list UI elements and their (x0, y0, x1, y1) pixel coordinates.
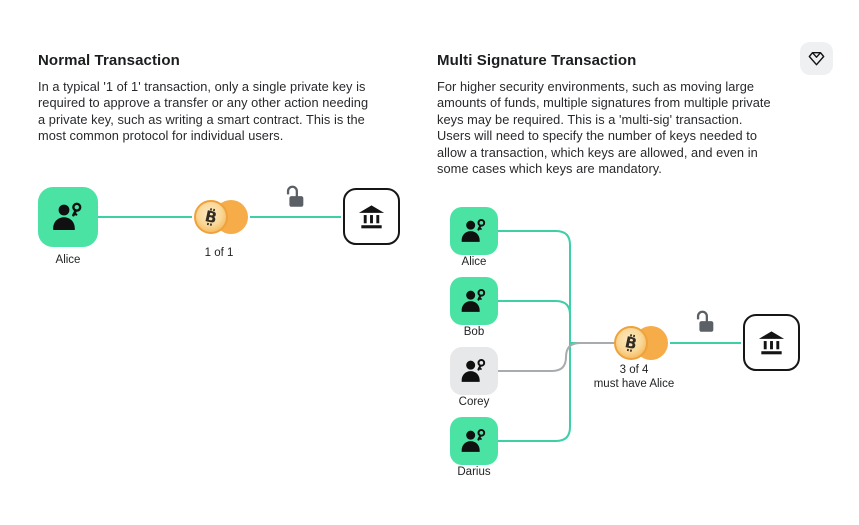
label-bob: Bob (463, 326, 485, 338)
label-darius: Darius (457, 466, 491, 478)
bitcoin-coins-right: B (614, 326, 668, 360)
wire-corey (498, 342, 616, 372)
unlocked-padlock-icon (286, 185, 304, 207)
person-key-icon (461, 218, 486, 242)
svg-text:B: B (623, 333, 638, 353)
coin-label-left: 1 of 1 (204, 247, 234, 259)
unlocked-padlock-icon (696, 310, 714, 332)
wire-darius (498, 343, 571, 442)
normal-transaction-title: Normal Transaction (38, 52, 180, 69)
wire-alice (498, 230, 571, 343)
bank-node-right (743, 314, 800, 371)
label-corey: Corey (458, 396, 490, 408)
normal-transaction-description: In a typical '1 of 1' transaction, only … (38, 79, 369, 144)
bitcoin-symbol-icon: B (623, 333, 638, 353)
avatar-alice-multisig (450, 207, 498, 255)
avatar-bob (450, 277, 498, 325)
wire-bob (498, 300, 571, 343)
coin-front: B (194, 200, 228, 234)
avatar-darius (450, 417, 498, 465)
person-key-icon (461, 288, 486, 312)
gem-icon (808, 51, 825, 66)
bitcoin-coins-left: B (194, 200, 248, 234)
bitcoin-symbol-icon: B (203, 207, 218, 227)
person-key-icon (461, 358, 486, 382)
person-key-icon (53, 202, 82, 230)
multisig-transaction-description: For higher security environments, such a… (437, 79, 771, 177)
bank-node-left (343, 188, 400, 245)
person-key-icon (461, 428, 486, 452)
coin-front: B (614, 326, 648, 360)
label-alice: Alice (55, 254, 81, 266)
multisig-transaction-title: Multi Signature Transaction (437, 52, 637, 69)
coin-label-right-line1: 3 of 4 (619, 364, 649, 376)
avatar-corey (450, 347, 498, 395)
avatar-alice (38, 187, 98, 247)
bank-icon (358, 205, 385, 229)
bank-icon (758, 331, 785, 355)
coin-label-right-line2: must have Alice (593, 378, 675, 390)
svg-text:B: B (203, 207, 218, 227)
gem-button[interactable] (800, 42, 833, 75)
label-alice-multisig: Alice (461, 256, 487, 268)
